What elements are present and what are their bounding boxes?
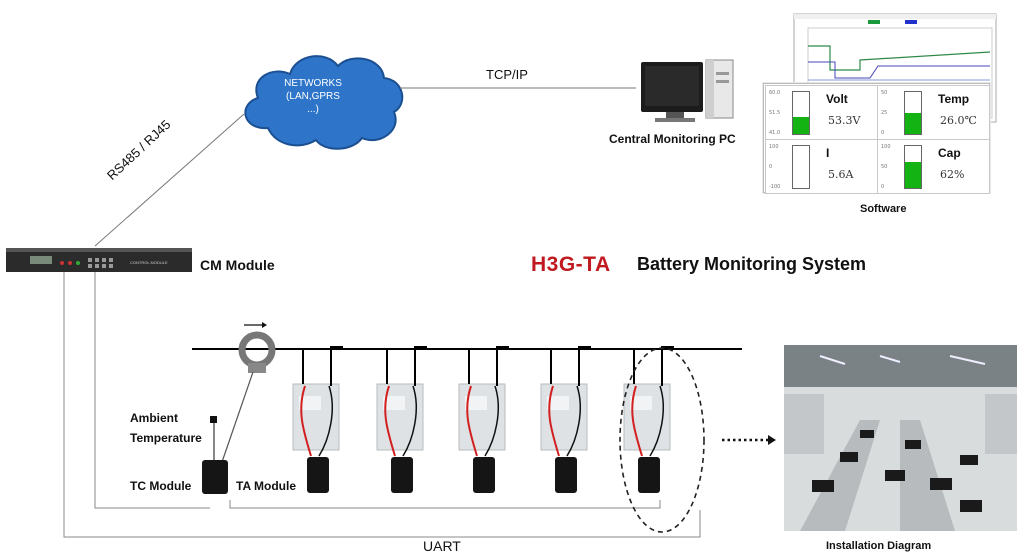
ta-module-device — [638, 457, 660, 493]
highlight-ellipse — [619, 347, 705, 533]
black-lead — [484, 385, 499, 457]
battery-label-plate — [547, 396, 569, 410]
installation-photo — [784, 345, 1017, 531]
ta-module-device — [307, 457, 329, 493]
network-cloud-label: NETWORKS (LAN,GPRS ...) — [278, 77, 348, 116]
red-lead — [466, 385, 478, 457]
battery-label-plate — [630, 396, 652, 410]
gauge-name: I — [826, 146, 830, 160]
dotted-arrow-icon — [722, 435, 776, 445]
ta-module-device — [473, 457, 495, 493]
battery-label-plate — [383, 396, 405, 410]
bus-link — [417, 349, 427, 384]
gauge-bar — [792, 145, 810, 189]
cell-link — [330, 346, 343, 386]
gauge-bar — [904, 145, 922, 189]
black-lead — [649, 385, 664, 457]
tc-module-label: TC Module — [130, 479, 192, 493]
red-lead — [548, 385, 560, 457]
cell-link — [661, 346, 674, 386]
cm-device-text: CONTROL MODULE — [130, 260, 168, 265]
current-sensor-icon — [221, 322, 276, 463]
black-lead — [402, 385, 417, 457]
battery-label-plate — [465, 396, 487, 410]
ambient-line1: Ambient — [130, 411, 178, 425]
battery-cells — [292, 346, 674, 493]
cell-link — [578, 346, 591, 386]
gauge-bar — [792, 91, 810, 135]
bus-link — [499, 349, 509, 384]
gauge-value: 53.3V — [828, 114, 861, 127]
cell-link — [496, 346, 509, 386]
bus-link — [664, 349, 674, 384]
red-lead — [631, 385, 643, 457]
title-text: Battery Monitoring System — [637, 254, 867, 274]
gauge-value: 26.0℃ — [940, 114, 977, 127]
network-line1: NETWORKS — [284, 78, 342, 89]
ambient-label: Ambient Temperature — [130, 408, 202, 448]
gauge-name: Volt — [826, 92, 848, 106]
ambient-sensor-icon — [210, 416, 217, 423]
red-lead — [384, 385, 396, 457]
uart-label: UART — [423, 538, 461, 554]
network-cloud-icon — [244, 55, 404, 150]
gauge-name: Temp — [938, 92, 970, 106]
ambient-line2: Temperature — [130, 431, 202, 445]
gauge-name: Cap — [938, 146, 961, 160]
cm-module-device — [6, 248, 192, 272]
ta-module-label: TA Module — [236, 479, 296, 493]
battery-label-plate — [299, 396, 321, 410]
cm-module-label: CM Module — [200, 257, 275, 273]
central-pc-label: Central Monitoring PC — [609, 132, 736, 146]
software-caption: Software — [860, 203, 907, 215]
computer-icon — [641, 59, 734, 122]
red-lead — [300, 385, 312, 457]
network-line3: ...) — [307, 104, 319, 115]
gauge-bar — [904, 91, 922, 135]
ta-module-device — [391, 457, 413, 493]
bus-link — [333, 349, 343, 384]
black-lead — [318, 385, 333, 457]
tc-module-device — [202, 460, 228, 494]
gauge-value: 62% — [940, 168, 965, 181]
ta-module-device — [555, 457, 577, 493]
network-line2: (LAN,GPRS — [286, 91, 340, 102]
cell-link — [414, 346, 427, 386]
tcp-ip-label: TCP/IP — [486, 67, 528, 82]
black-lead — [566, 385, 581, 457]
bus-link — [581, 349, 591, 384]
title-brand: H3G-TA — [531, 253, 611, 276]
installation-caption: Installation Diagram — [826, 540, 932, 552]
gauge-value: 5.6A — [828, 168, 854, 181]
